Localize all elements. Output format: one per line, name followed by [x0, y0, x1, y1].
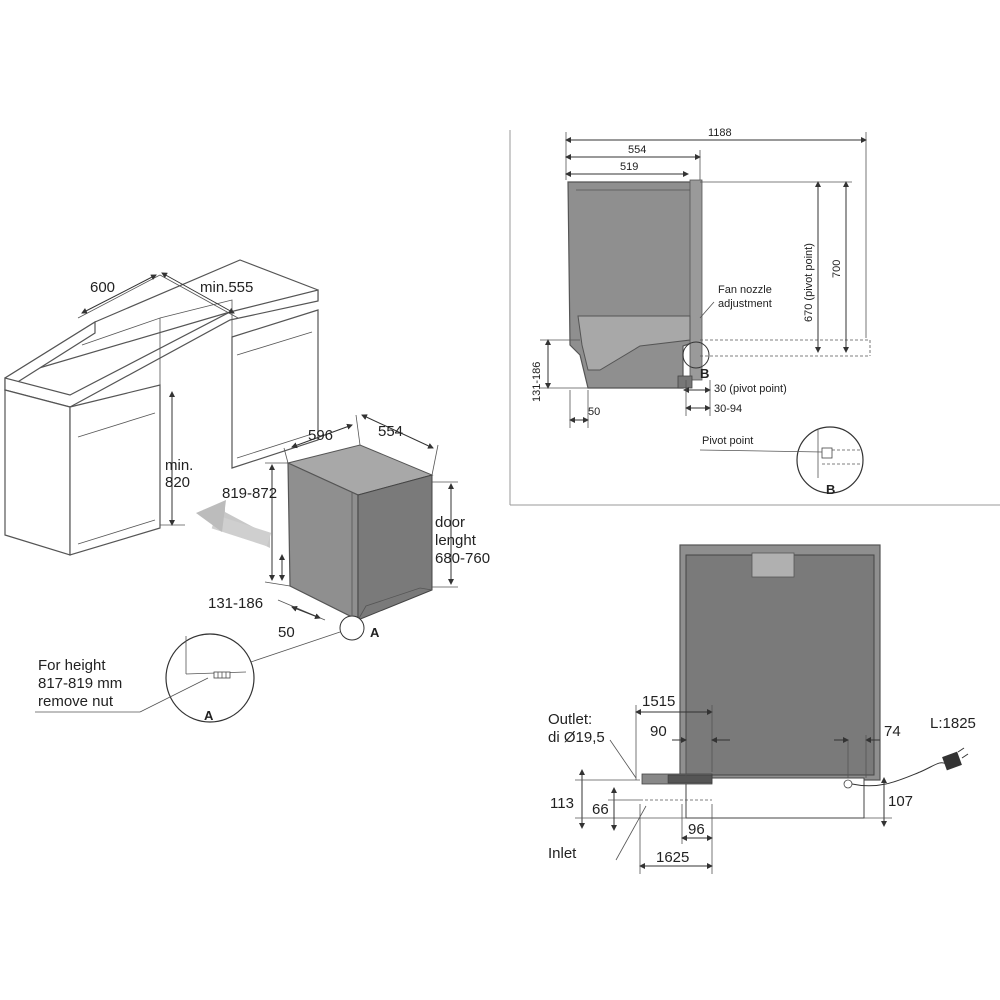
pivot-detail-icon — [817, 430, 860, 478]
fan-nozzle-label-2: adjustment — [718, 298, 772, 310]
detail-a-circle — [165, 633, 255, 723]
unit-dimensions — [264, 414, 458, 621]
dim-90-label: 90 — [650, 723, 667, 740]
cabinet-depth-label: min.555 — [200, 279, 253, 296]
detail-a-label: A — [204, 708, 214, 723]
detail-b-marker-label: B — [700, 366, 709, 381]
dim-107-label: 107 — [888, 793, 913, 810]
inlet-label: Inlet — [548, 845, 577, 862]
pivot-height-label: 670 (pivot point) — [803, 243, 815, 322]
door-length-label-3: 680-760 — [435, 550, 490, 567]
side-view-unit — [567, 179, 871, 389]
pivot-offset-label: 30 (pivot point) — [714, 383, 787, 395]
rear-view-unit — [640, 544, 881, 819]
detail-b-label: B — [826, 482, 835, 497]
detail-a-nut-icon — [185, 636, 247, 679]
dim-113-label: 113 — [550, 795, 574, 812]
depth-554-label: 554 — [628, 144, 646, 156]
cabinet-dimensions — [77, 272, 239, 526]
cable-length-label: L:1825 — [930, 715, 976, 732]
outlet-label-2: di Ø19,5 — [548, 729, 605, 746]
pivot-range-label: 30-94 — [714, 403, 742, 415]
cabinet-width-label: 600 — [90, 279, 115, 296]
note-line-3: remove nut — [38, 693, 114, 710]
dim-74-label: 74 — [884, 723, 901, 740]
note-line-2: 817-819 mm — [38, 675, 122, 692]
cabinet-illustration — [4, 259, 319, 556]
detail-a-marker — [339, 615, 365, 641]
total-length-label: 1188 — [708, 127, 732, 139]
rear-view-dimensions — [575, 705, 892, 874]
note-line-1: For height — [38, 657, 106, 674]
side-foot-depth-label: 50 — [588, 406, 600, 418]
door-length-label-2: lenght — [435, 532, 477, 549]
dim-1625-label: 1625 — [656, 849, 689, 866]
plug-icon — [851, 747, 969, 787]
side-foot-range-label: 131-186 — [531, 362, 543, 402]
unit-height-label: 819-872 — [222, 485, 277, 502]
detail-a-marker-label: A — [370, 625, 380, 640]
detail-b-marker — [682, 341, 710, 369]
cabinet-height-label-1: min. — [165, 457, 193, 474]
detail-b-circle — [796, 426, 864, 494]
depth-519-label: 519 — [620, 161, 638, 173]
height-700-label: 700 — [831, 260, 843, 278]
dim-96-label: 96 — [688, 821, 705, 838]
outlet-label-1: Outlet: — [548, 711, 592, 728]
dim-1515-label: 1515 — [642, 693, 675, 710]
dim-66-label: 66 — [592, 801, 609, 818]
door-length-label-1: door — [435, 514, 465, 531]
unit-width-label: 596 — [308, 427, 333, 444]
cabinet-height-label-2: 820 — [165, 474, 190, 491]
dishwasher-unit — [286, 444, 434, 621]
side-view-dimensions — [540, 132, 867, 428]
fan-nozzle-label-1: Fan nozzle — [718, 284, 772, 296]
foot-depth-label: 50 — [278, 624, 295, 641]
pivot-point-label: Pivot point — [702, 435, 753, 447]
unit-depth-label: 554 — [378, 423, 403, 440]
foot-range-label: 131-186 — [208, 595, 263, 612]
